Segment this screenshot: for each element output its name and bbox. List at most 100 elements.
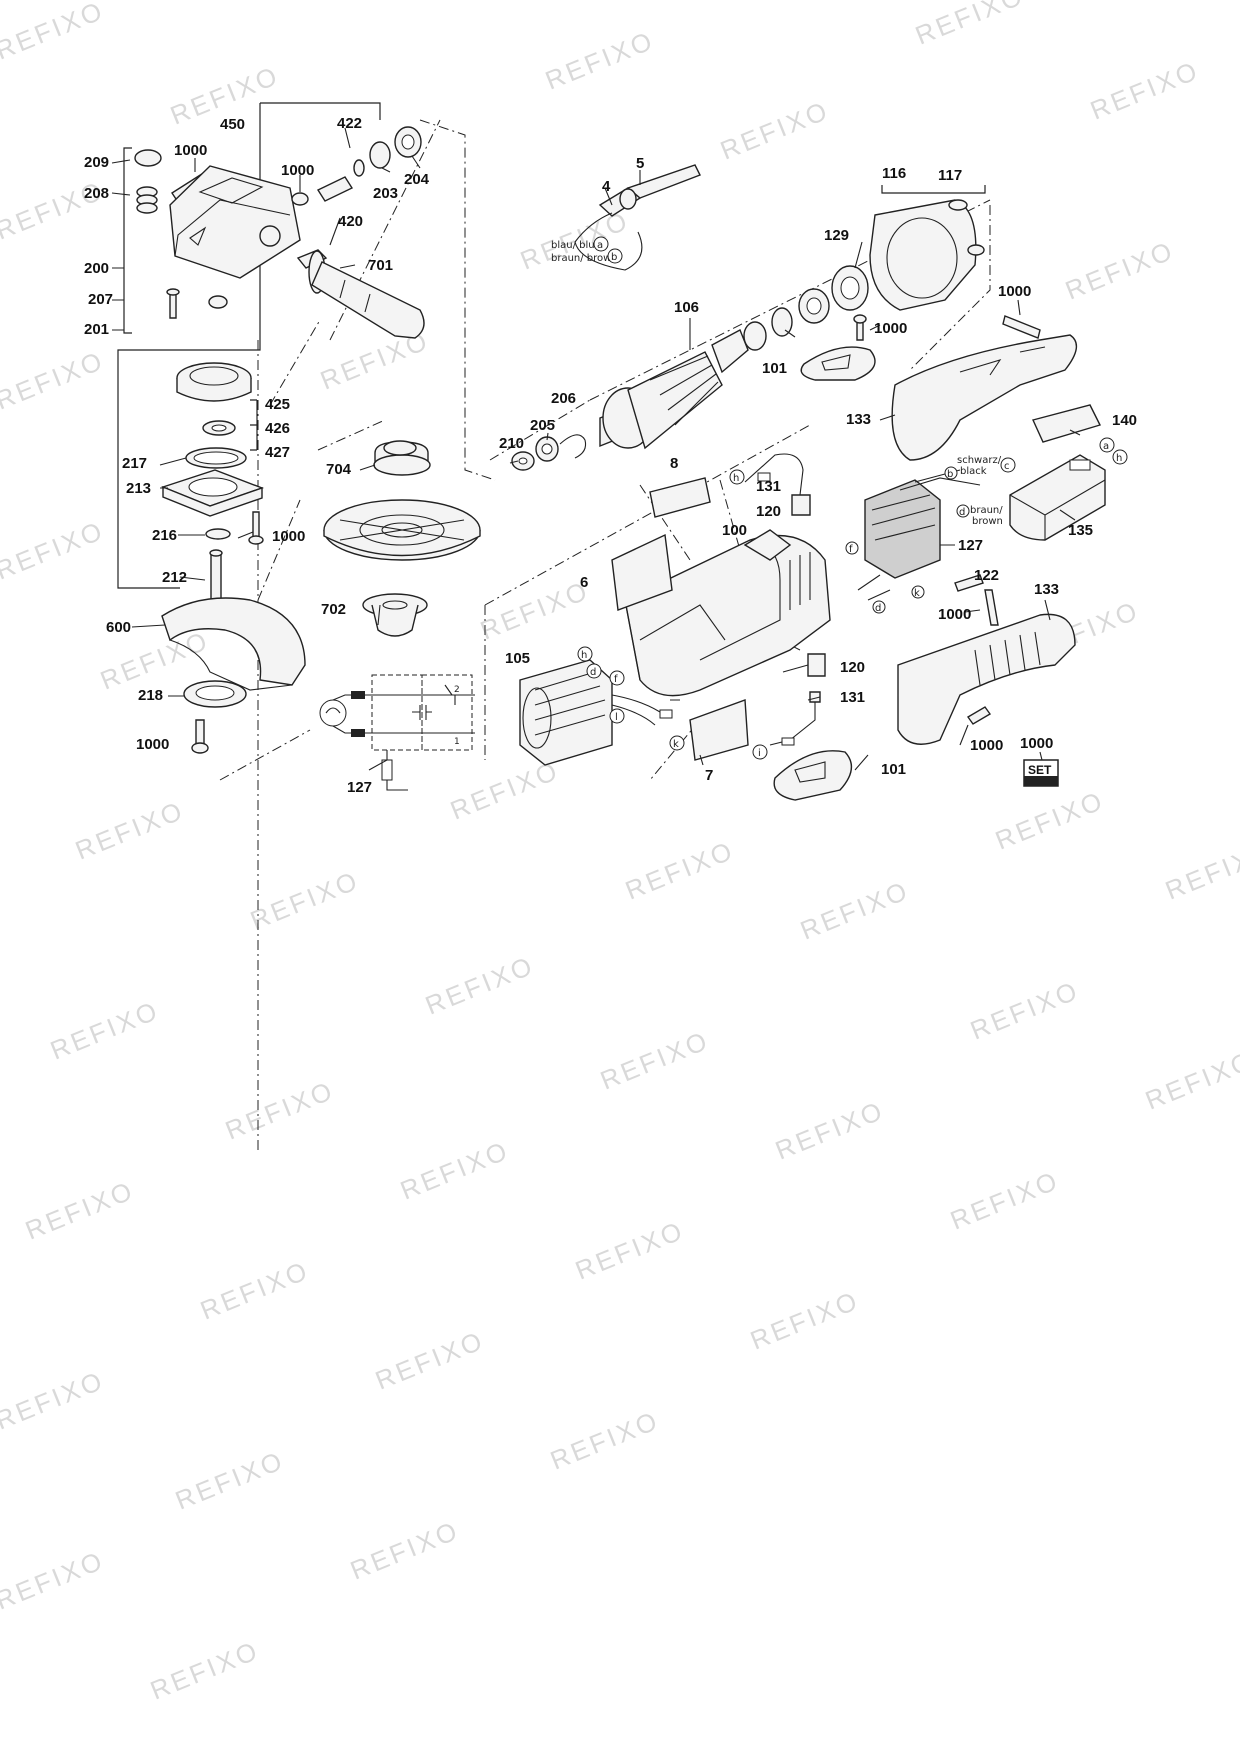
- watermark: REFIXO: [46, 995, 164, 1066]
- brush-cover-101-bottom: [773, 750, 853, 801]
- schematic-pin-2: 2: [454, 685, 460, 695]
- label-1000: 1000: [136, 736, 169, 753]
- wire-brown-text-2: braun/: [970, 505, 1003, 516]
- watermark: REFIXO: [21, 1175, 139, 1246]
- svg-text:f: f: [614, 674, 618, 685]
- watermark: REFIXO: [476, 575, 594, 646]
- label-106: 106: [674, 299, 699, 316]
- svg-text:i: i: [758, 748, 761, 759]
- wire-black-text-en: black: [960, 466, 987, 477]
- screw-1000: [195, 719, 205, 747]
- label-127: 127: [958, 537, 983, 554]
- marker-h: h: [577, 646, 593, 662]
- connector-131: [809, 691, 821, 703]
- svg-text:d: d: [590, 667, 596, 678]
- watermark: REFIXO: [716, 95, 834, 166]
- wire-blue-text: blau/ blue: [551, 240, 601, 251]
- label-127: 127: [347, 779, 372, 796]
- motor-housing-100: [624, 529, 831, 697]
- svg-text:a: a: [1103, 441, 1109, 452]
- spindle-nut-420: [316, 176, 354, 202]
- label-1000: 1000: [174, 142, 207, 159]
- watermark: REFIXO: [546, 1405, 664, 1476]
- marker-k: k: [669, 735, 685, 751]
- label-210: 210: [499, 435, 524, 452]
- watermark: REFIXO: [396, 1135, 514, 1206]
- label-427: 427: [265, 444, 290, 461]
- bracket-425-427: [250, 399, 258, 451]
- label-140: 140: [1112, 412, 1137, 429]
- marker-b: b: [607, 248, 623, 264]
- label-205: 205: [530, 417, 555, 434]
- label-208: 208: [84, 185, 109, 202]
- insert-140: [1032, 404, 1101, 443]
- end-shield-116: [869, 185, 986, 311]
- label-450: 450: [220, 116, 245, 133]
- label-216: 216: [152, 527, 177, 544]
- marker-d: d: [956, 504, 970, 518]
- label-201: 201: [84, 321, 109, 338]
- marker-a: a: [593, 236, 609, 252]
- handle-half-133-top: [891, 315, 1101, 461]
- watermark: REFIXO: [911, 0, 1029, 51]
- svg-text:k: k: [914, 588, 920, 599]
- label-1000: 1000: [281, 162, 314, 179]
- resistor-symbol: [381, 759, 393, 781]
- commutator: [711, 329, 749, 374]
- switch-135: [1009, 454, 1106, 541]
- bearing-101: [743, 321, 767, 351]
- watermark: REFIXO: [0, 0, 109, 66]
- label-217: 217: [122, 455, 147, 472]
- marker-i: i: [752, 744, 768, 760]
- schematic-pin-1: 1: [454, 737, 460, 747]
- watermark: REFIXO: [1141, 1045, 1240, 1116]
- screw-1000: [954, 574, 984, 592]
- label-122: 122: [974, 567, 999, 584]
- marker-d: d: [872, 600, 886, 614]
- label-1000: 1000: [998, 283, 1031, 300]
- label-133: 133: [1034, 581, 1059, 598]
- watermark: REFIXO: [966, 975, 1084, 1046]
- label-420: 420: [338, 213, 363, 230]
- label-5: 5: [636, 155, 644, 172]
- marker-b: b: [944, 466, 958, 480]
- marker-k: k: [911, 585, 925, 599]
- label-200: 200: [84, 260, 109, 277]
- label-1000: 1000: [1020, 735, 1053, 752]
- watermark: REFIXO: [221, 1075, 339, 1146]
- wire-black-text: schwarz/: [957, 455, 1002, 466]
- label-206: 206: [551, 390, 576, 407]
- label-7: 7: [705, 767, 713, 784]
- watermark: REFIXO: [421, 950, 539, 1021]
- label-212: 212: [162, 569, 187, 586]
- axis-housing: [484, 424, 811, 606]
- watermark: REFIXO: [621, 835, 739, 906]
- marker-a: a: [1099, 437, 1115, 453]
- wire-color-text: blau/ blue braun/ brown schwarz/ black b…: [551, 240, 1003, 527]
- label-704: 704: [326, 461, 352, 478]
- cover-6: [611, 533, 673, 611]
- watermark: REFIXO: [246, 865, 364, 936]
- svg-text:k: k: [673, 739, 679, 750]
- armature-106: [511, 265, 869, 471]
- label-203: 203: [373, 185, 398, 202]
- marker-c: c: [1000, 457, 1016, 473]
- watermark: REFIXO: [371, 1325, 489, 1396]
- marker-h: h: [729, 469, 745, 485]
- watermark: REFIXO: [346, 1515, 464, 1586]
- wire-brown-text-2-en: brown: [972, 516, 1003, 527]
- watermark: REFIXO: [946, 1165, 1064, 1236]
- pin-117: [948, 199, 968, 211]
- screw-1000: [1002, 315, 1041, 339]
- axis-handle: [269, 319, 321, 406]
- axis-main-left: [419, 119, 496, 481]
- svg-text:b: b: [611, 252, 617, 263]
- watermark: REFIXO: [771, 1095, 889, 1166]
- label-117: 117: [938, 167, 962, 184]
- bracket-200: [123, 147, 132, 334]
- watermark: REFIXO: [146, 1635, 264, 1706]
- label-425: 425: [265, 396, 290, 413]
- wire-brown-text: braun/ brown: [551, 253, 618, 264]
- connector-131-120-top: [744, 453, 811, 516]
